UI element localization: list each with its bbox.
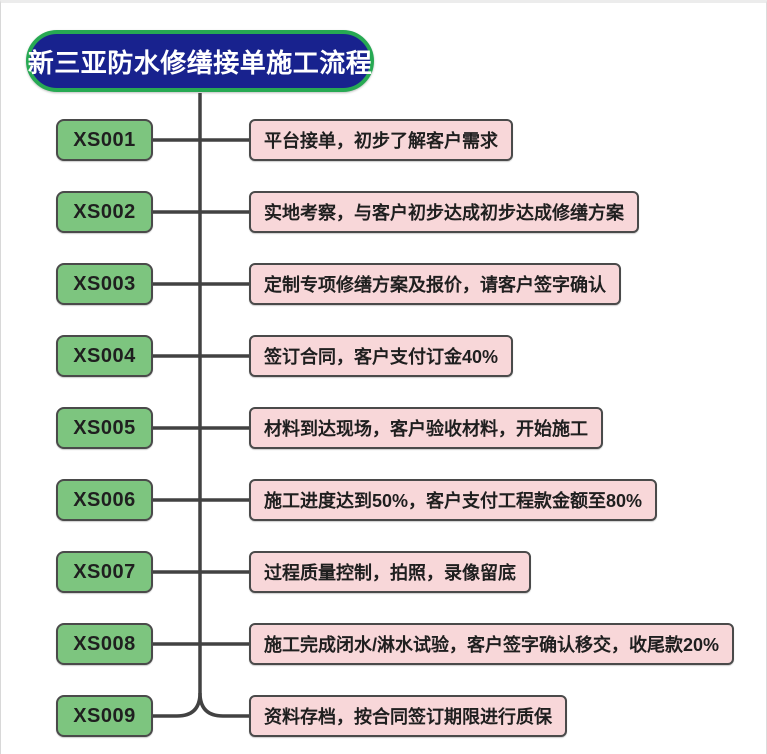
step-description-box: 施工进度达到50%，客户支付工程款金额至80% [249, 479, 658, 521]
step-row: XS008 施工完成闭水/淋水试验，客户签字确认移交，收尾款20% [56, 623, 735, 665]
step-code-box: XS007 [56, 551, 153, 593]
steps-container: XS001 平台接单，初步了解客户需求 XS002 实地考察，与客户初步达成初步… [1, 3, 766, 754]
step-description-box: 实地考察，与客户初步达成初步达成修缮方案 [249, 191, 639, 233]
step-code-box: XS008 [56, 623, 153, 665]
step-code-label: XS004 [73, 344, 136, 367]
step-row: XS004 签订合同，客户支付订金40% [56, 335, 514, 377]
flowchart-title-label: 新三亚防水修缮接单施工流程 [27, 47, 373, 78]
step-description-box: 平台接单，初步了解客户需求 [249, 119, 513, 161]
step-description-label: 签订合同，客户支付订金40% [264, 347, 499, 367]
step-description-box: 施工完成闭水/淋水试验，客户签字确认移交，收尾款20% [249, 623, 735, 665]
step-row: XS007 过程质量控制，拍照，录像留底 [56, 551, 531, 593]
step-row: XS006 施工进度达到50%，客户支付工程款金额至80% [56, 479, 658, 521]
step-row: XS003 定制专项修缮方案及报价，请客户签字确认 [56, 263, 621, 305]
step-description-box: 资料存档，按合同签订期限进行质保 [249, 695, 567, 737]
step-description-label: 施工完成闭水/淋水试验，客户签字确认移交，收尾款20% [264, 635, 720, 655]
step-code-box: XS001 [56, 119, 153, 161]
step-description-label: 资料存档，按合同签订期限进行质保 [264, 707, 552, 727]
step-code-label: XS006 [73, 488, 136, 511]
step-description-label: 实地考察，与客户初步达成初步达成修缮方案 [264, 203, 624, 223]
step-code-label: XS008 [73, 632, 136, 655]
step-code-label: XS007 [73, 560, 136, 583]
step-row: XS002 实地考察，与客户初步达成初步达成修缮方案 [56, 191, 639, 233]
flowchart-title: 新三亚防水修缮接单施工流程 [26, 30, 374, 92]
step-row: XS009 资料存档，按合同签订期限进行质保 [56, 695, 567, 737]
step-code-box: XS003 [56, 263, 153, 305]
step-code-box: XS004 [56, 335, 153, 377]
step-code-box: XS006 [56, 479, 153, 521]
step-description-box: 签订合同，客户支付订金40% [249, 335, 514, 377]
step-description-box: 过程质量控制，拍照，录像留底 [249, 551, 531, 593]
step-description-label: 过程质量控制，拍照，录像留底 [264, 563, 516, 583]
step-description-label: 施工进度达到50%，客户支付工程款金额至80% [264, 491, 643, 511]
step-code-label: XS005 [73, 416, 136, 439]
step-code-label: XS001 [73, 128, 136, 151]
step-code-box: XS009 [56, 695, 153, 737]
step-description-label: 材料到达现场，客户验收材料，开始施工 [264, 419, 588, 439]
step-description-label: 平台接单，初步了解客户需求 [264, 131, 498, 151]
step-code-box: XS002 [56, 191, 153, 233]
step-description-box: 材料到达现场，客户验收材料，开始施工 [249, 407, 603, 449]
step-code-label: XS002 [73, 200, 136, 223]
step-code-label: XS003 [73, 272, 136, 295]
step-description-box: 定制专项修缮方案及报价，请客户签字确认 [249, 263, 621, 305]
step-row: XS005 材料到达现场，客户验收材料，开始施工 [56, 407, 603, 449]
step-row: XS001 平台接单，初步了解客户需求 [56, 119, 513, 161]
step-code-label: XS009 [73, 704, 136, 727]
step-code-box: XS005 [56, 407, 153, 449]
step-description-label: 定制专项修缮方案及报价，请客户签字确认 [264, 275, 606, 295]
